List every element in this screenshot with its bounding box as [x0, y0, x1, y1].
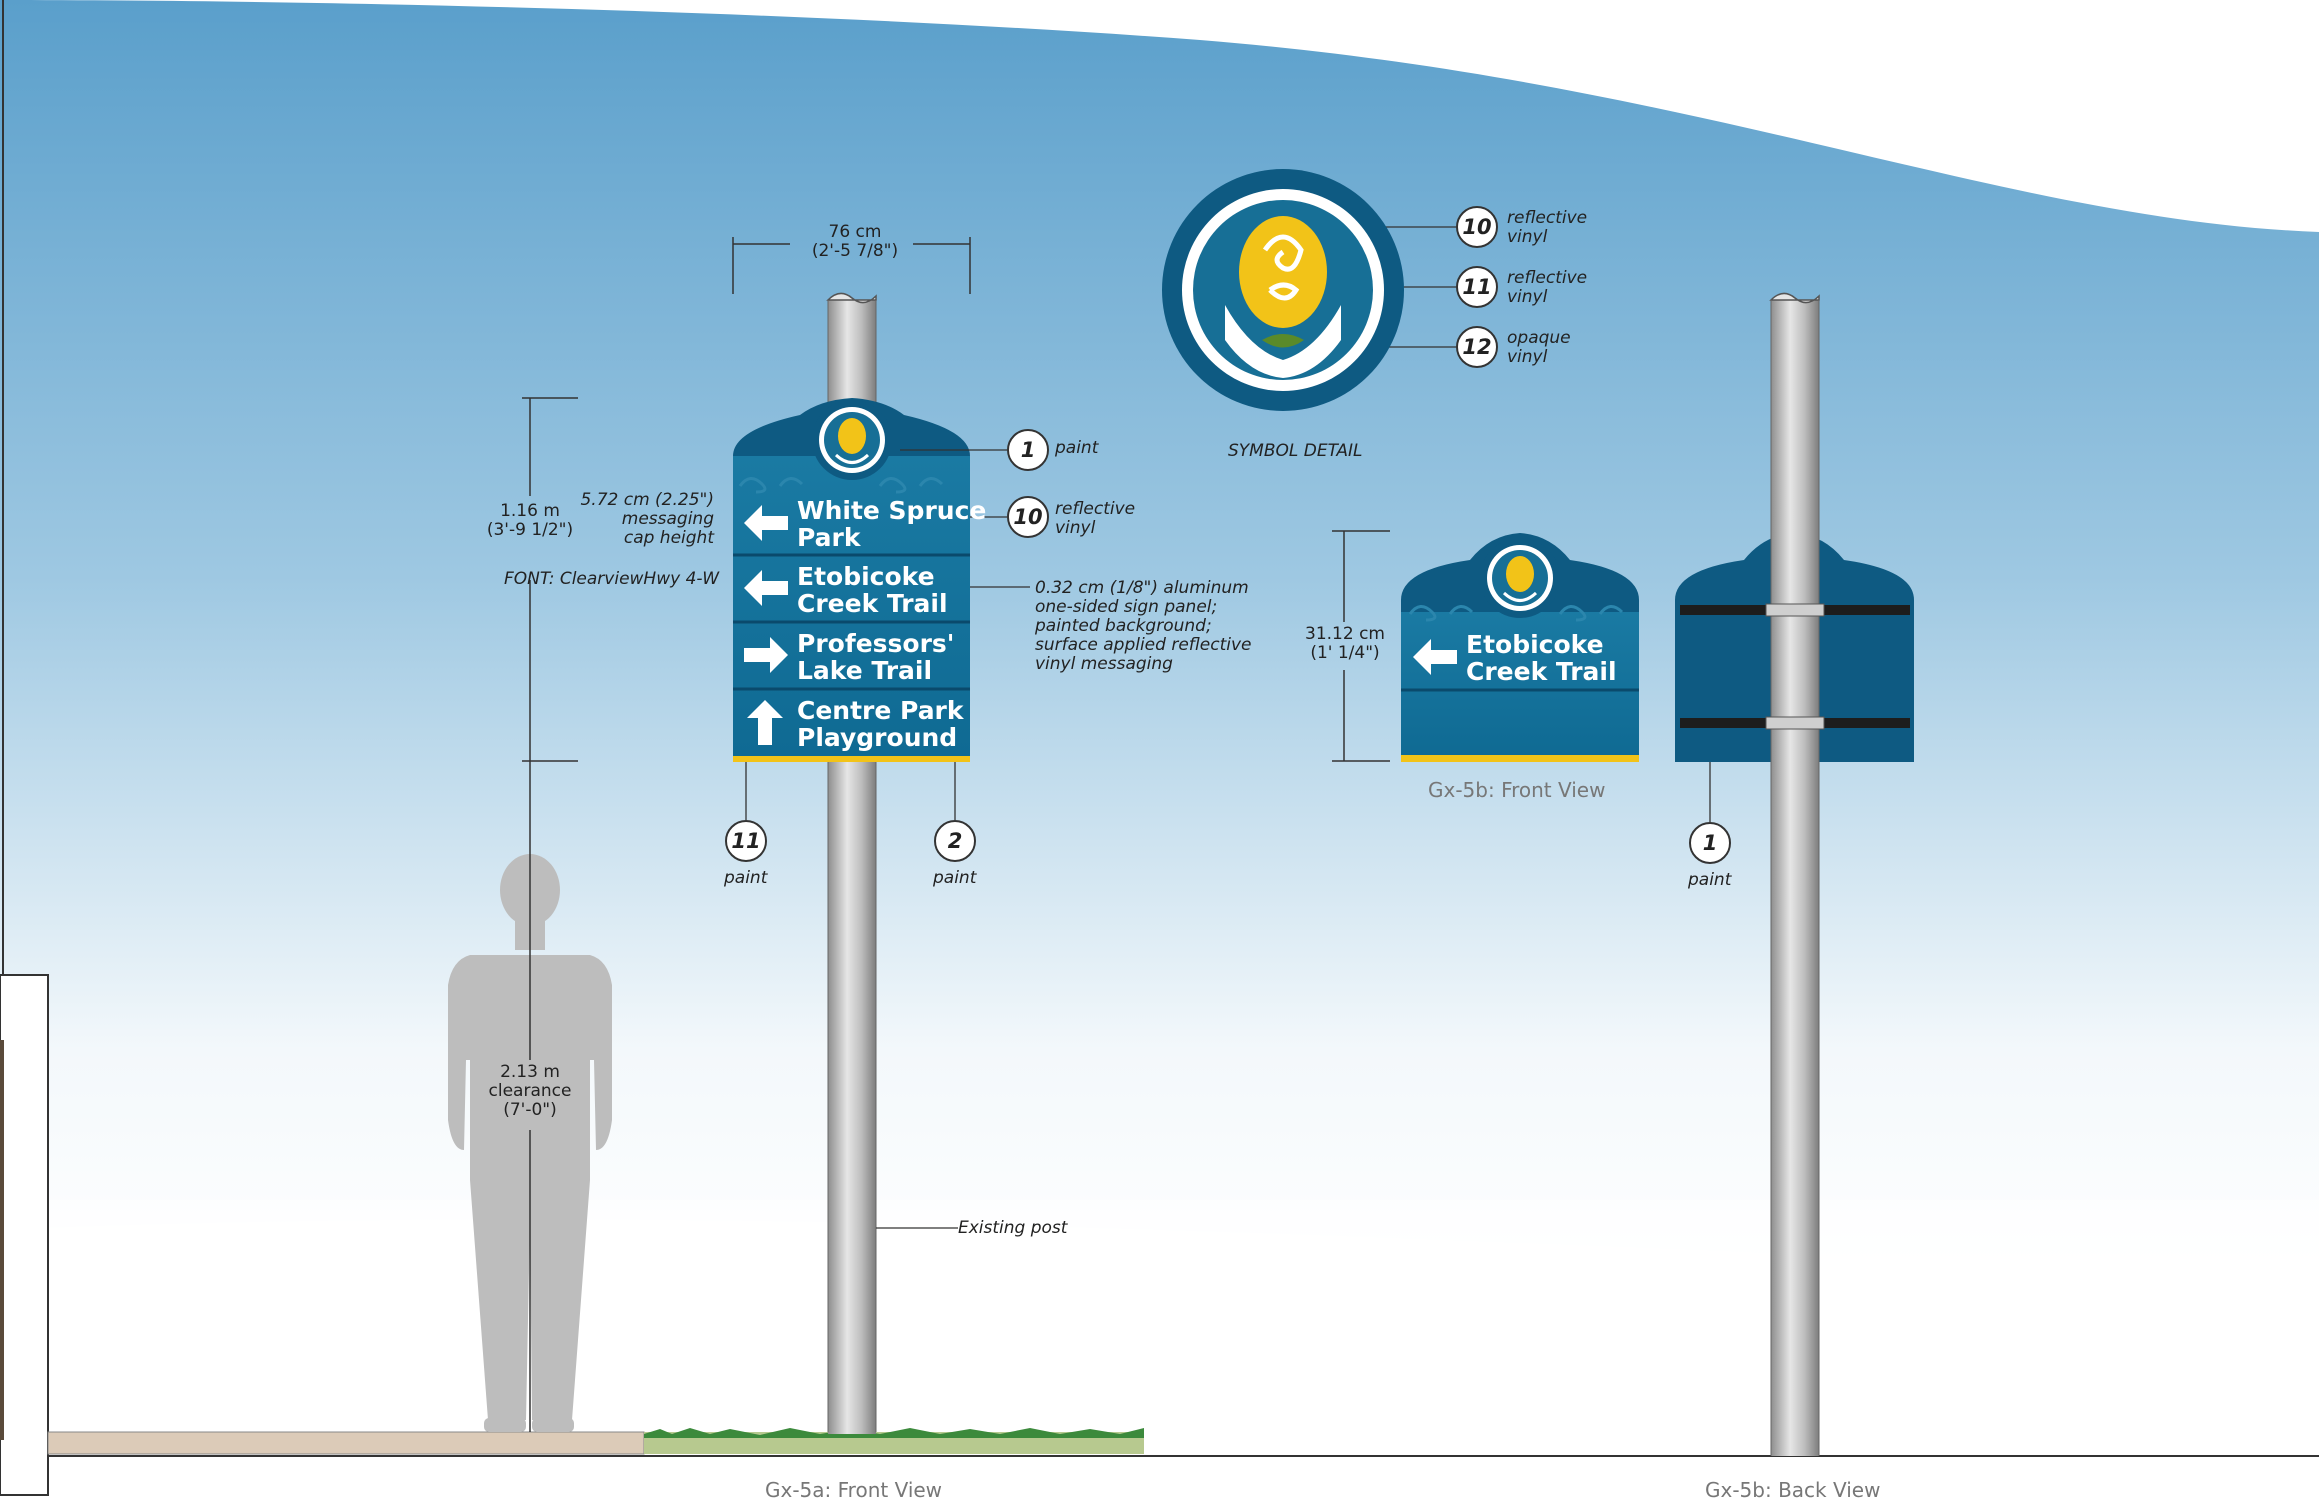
symbol-detail-medallion [1162, 169, 1404, 411]
callout-label: reflective vinyl [1055, 499, 1136, 538]
callout-label: paint [724, 868, 768, 888]
callout-label: paint [933, 868, 977, 888]
destination-line: Etobicoke [1466, 630, 1604, 659]
callout-10-bubble: 10 [1007, 496, 1049, 538]
callout-label: reflective vinyl [1507, 208, 1588, 247]
symbol-detail-label: SYMBOL DETAIL [1228, 441, 1363, 461]
destination-line: Centre Park [797, 696, 964, 725]
callout-label: paint [1055, 438, 1099, 458]
arrow-left-icon [1413, 639, 1457, 675]
callout-11-bubble: 11 [1456, 266, 1498, 308]
callout-11-bubble: 11 [725, 820, 767, 862]
arrow-left-icon [744, 505, 788, 541]
destination-line: White Spruce [797, 496, 987, 525]
sign-b-row-text: Etobicoke Creek Trail [1466, 631, 1617, 685]
destination-line: Creek Trail [797, 589, 948, 618]
callout-label: paint [1688, 870, 1732, 890]
sign-b-front-panel [1401, 533, 1639, 762]
destination-line: Professors' [797, 629, 955, 658]
callout-label: reflective vinyl [1507, 268, 1588, 307]
post-b [1765, 292, 1825, 1456]
sign-a-row1-text: White Spruce Park [797, 497, 986, 551]
sign-a-panel [733, 398, 970, 762]
callout-2-bubble: 2 [934, 820, 976, 862]
height-dimension-b: 31.12 cm (1' 1/4") [1305, 624, 1385, 663]
sign-a-row2-text: Etobicoke Creek Trail [797, 563, 948, 617]
sign-a-row3-text: Professors' Lake Trail [797, 630, 954, 684]
callout-12-bubble: 12 [1456, 326, 1498, 368]
existing-post-note: Existing post [958, 1218, 1068, 1238]
callout-1-bubble: 1 [1007, 429, 1049, 471]
clearance-dimension: 2.13 m clearance (7'-0") [488, 1062, 572, 1120]
dimension-lines [522, 237, 1390, 1432]
view-label-front-b: Gx-5b: Front View [1428, 778, 1606, 802]
callout-10-bubble: 10 [1456, 206, 1498, 248]
direction-arrows [744, 505, 1457, 745]
sidewalk [47, 1431, 645, 1455]
sky-background [0, 0, 2319, 232]
destination-line: Creek Trail [1466, 657, 1617, 686]
sign-a-row4-text: Centre Park Playground [797, 697, 964, 751]
height-dimension-a: 1.16 m (3'-9 1/2") [486, 501, 574, 540]
callout-1-bubble: 1 [1689, 822, 1731, 864]
cap-height-note: 5.72 cm (2.25") messaging cap height [580, 490, 714, 548]
panel-spec-note: 0.32 cm (1/8") aluminum one-sided sign p… [1035, 578, 1252, 674]
view-label-back-b: Gx-5b: Back View [1705, 1478, 1881, 1502]
destination-line: Lake Trail [797, 656, 933, 685]
destination-line: Playground [797, 723, 958, 752]
destination-line: Park [797, 523, 861, 552]
left-frame [0, 974, 49, 1496]
font-note: FONT: ClearviewHwy 4-W [504, 569, 720, 589]
destination-line: Etobicoke [797, 562, 935, 591]
view-label-front-a: Gx-5a: Front View [765, 1478, 943, 1502]
callout-label: opaque vinyl [1507, 328, 1571, 367]
arrow-up-icon [747, 700, 783, 745]
arrow-right-icon [744, 637, 788, 673]
width-dimension-a: 76 cm (2'-5 7/8") [811, 222, 899, 261]
arrow-left-icon [744, 570, 788, 606]
